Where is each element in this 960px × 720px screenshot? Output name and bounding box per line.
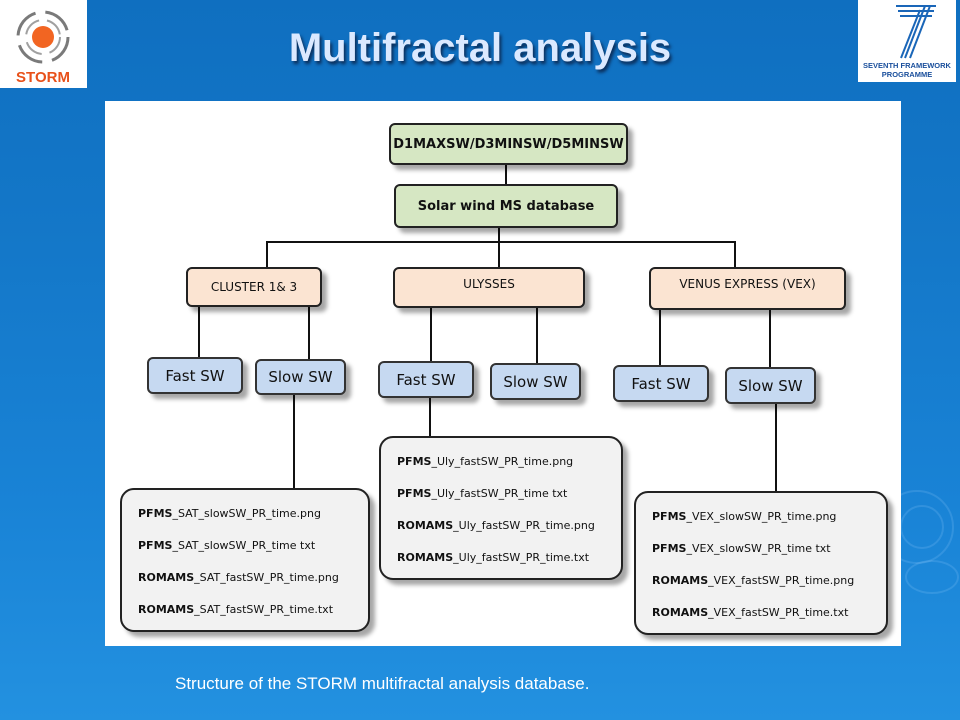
connector-line <box>505 164 507 186</box>
mission-node-ulysses: ULYSSES <box>393 267 585 308</box>
slide-caption: Structure of the STORM multifractal anal… <box>175 674 590 693</box>
slow-sw-node-cluster: Slow SW <box>255 359 346 395</box>
slide-title: Multifractal analysis <box>288 26 672 70</box>
file-list-item: ROMAMS_VEX_fastSW_PR_time.png <box>652 574 855 587</box>
file-list-cluster: PFMS_SAT_slowSW_PR_time.png PFMS_SAT_slo… <box>120 488 370 632</box>
fp7-logo-icon: SEVENTH FRAMEWORK PROGRAMME <box>863 5 952 79</box>
connector-line <box>769 309 771 367</box>
ripple-decoration <box>905 560 959 594</box>
file-list-item: PFMS_SAT_slowSW_PR_time txt <box>138 539 316 552</box>
fp7-logo-line2: PROGRAMME <box>882 70 932 79</box>
connector-line <box>430 307 432 361</box>
fast-sw-node-ulysses: Fast SW <box>378 361 474 398</box>
diagram-panel: D1MAXSW/D3MINSW/D5MINSW Solar wind MS da… <box>105 101 901 646</box>
fast-sw-node-vex: Fast SW <box>613 365 709 402</box>
ripple-decoration <box>900 505 944 549</box>
connector-line <box>266 241 268 269</box>
file-list-item: ROMAMS_SAT_fastSW_PR_time.png <box>138 571 339 584</box>
file-list-item: PFMS_Uly_fastSW_PR_time.png <box>397 455 574 468</box>
slow-sw-node-vex: Slow SW <box>725 367 816 404</box>
mission-node-vex: VENUS EXPRESS (VEX) <box>649 267 846 310</box>
connector-line <box>536 307 538 363</box>
connector-line <box>498 241 500 269</box>
storm-logo-icon: STORM <box>16 10 70 86</box>
root-node: D1MAXSW/D3MINSW/D5MINSW <box>389 123 628 165</box>
slow-sw-node-ulysses: Slow SW <box>490 363 581 400</box>
file-list-item: ROMAMS_Uly_fastSW_PR_time.png <box>397 519 595 532</box>
file-list-item: ROMAMS_VEX_fastSW_PR_time.txt <box>652 606 849 619</box>
connector-line <box>429 395 431 437</box>
connector-line <box>198 307 200 359</box>
file-list-item: ROMAMS_SAT_fastSW_PR_time.txt <box>138 603 334 616</box>
fp7-logo-line1: SEVENTH FRAMEWORK <box>863 61 952 70</box>
storm-logo: STORM <box>0 0 87 88</box>
connector-line <box>734 241 736 269</box>
connector-line <box>293 395 295 488</box>
fast-sw-node-cluster: Fast SW <box>147 357 243 394</box>
connector-line <box>659 309 661 365</box>
mission-node-cluster: CLUSTER 1& 3 <box>186 267 322 307</box>
connector-line <box>775 399 777 492</box>
file-list-item: PFMS_VEX_slowSW_PR_time txt <box>652 542 831 555</box>
file-list-item: ROMAMS_Uly_fastSW_PR_time.txt <box>397 551 590 564</box>
connector-line <box>266 241 736 243</box>
file-list-item: PFMS_SAT_slowSW_PR_time.png <box>138 507 321 520</box>
file-list-item: PFMS_Uly_fastSW_PR_time txt <box>397 487 568 500</box>
fp7-logo: SEVENTH FRAMEWORK PROGRAMME <box>858 0 956 82</box>
database-node: Solar wind MS database <box>394 184 618 228</box>
file-list-vex: PFMS_VEX_slowSW_PR_time.png PFMS_VEX_slo… <box>634 491 888 635</box>
storm-logo-text: STORM <box>16 69 70 86</box>
file-list-ulysses: PFMS_Uly_fastSW_PR_time.png PFMS_Uly_fas… <box>379 436 623 580</box>
connector-line <box>308 307 310 359</box>
connector-line <box>498 228 500 242</box>
file-list-item: PFMS_VEX_slowSW_PR_time.png <box>652 510 837 523</box>
